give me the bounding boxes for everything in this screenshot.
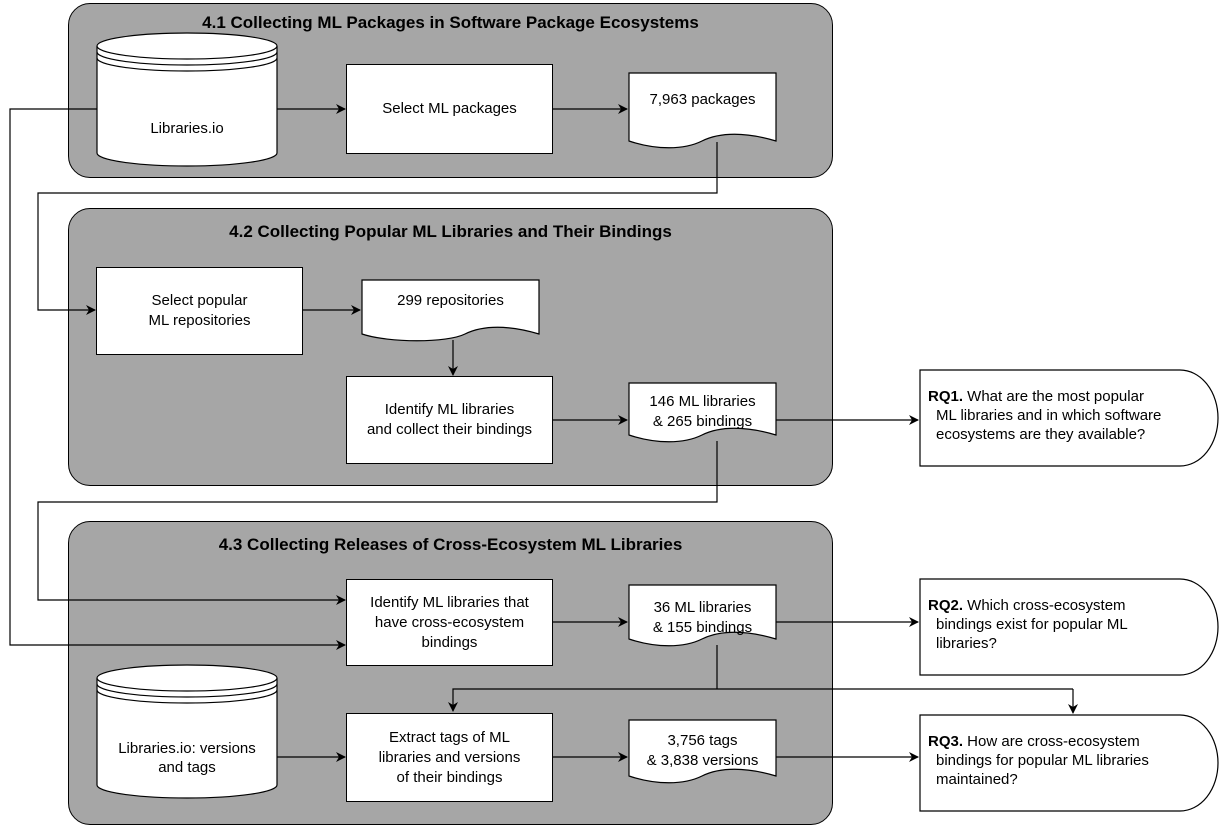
arrow-packages-to-popular	[37, 142, 718, 315]
identify-cross-box: Identify ML libraries that have cross-ec…	[346, 579, 553, 666]
rq3-label: RQ3.	[928, 733, 964, 750]
identify-libs-box: Identify ML libraries and collect their …	[346, 376, 553, 464]
identify-cross-line3: bindings	[421, 633, 478, 651]
identify-libs-line2: and collect their bindings	[366, 421, 533, 438]
rq1-line1: What are the most popular	[963, 388, 1144, 405]
tags-doc-shape	[628, 719, 777, 784]
rq2-text: RQ2. Which cross-ecosystem bindings exis…	[928, 596, 1218, 653]
arrow-branch-to-extract	[448, 688, 1073, 712]
packages-doc-shape	[628, 72, 777, 149]
versions-db-label: Libraries.io: versions and tags	[97, 735, 277, 781]
identify-libs-line1: Identify ML libraries	[384, 401, 515, 418]
rq1-text: RQ1. What are the most popular ML librar…	[928, 387, 1218, 444]
libs-doc-label: 146 ML libraries & 265 bindings	[629, 390, 776, 434]
extract-line2: libraries and versions	[378, 748, 521, 766]
rq3-line1: How are cross-ecosystem	[963, 733, 1140, 750]
arrow-librariesio-to-cross	[9, 108, 346, 650]
select-ml-packages-box: Select ML packages	[346, 64, 553, 154]
connectors	[9, 104, 1078, 762]
packages-doc-label: 7,963 packages	[649, 91, 756, 108]
libs-doc-line1: 146 ML libraries	[649, 393, 756, 410]
rq1-label: RQ1.	[928, 388, 964, 405]
rq2-label: RQ2.	[928, 597, 964, 614]
extract-line1: Extract tags of ML	[389, 728, 510, 746]
rq2-line1: Which cross-ecosystem	[963, 597, 1126, 614]
identify-cross-line2: have cross-ecosystem	[374, 613, 525, 631]
tags-doc-line2: & 3,838 versions	[646, 752, 759, 769]
librariesio-label: Libraries.io	[150, 119, 224, 137]
versions-db-line1: Libraries.io: versions	[118, 740, 256, 757]
libs-doc-shape	[628, 382, 777, 443]
cross-doc-label: 36 ML libraries & 155 bindings	[629, 596, 776, 640]
section-4-3-title: 4.3 Collecting Releases of Cross-Ecosyst…	[218, 535, 683, 554]
extract-tags-box: Extract tags of ML libraries and version…	[346, 713, 553, 802]
select-popular-line1: Select popular	[151, 292, 248, 309]
rq2-line2: bindings exist for popular ML	[936, 616, 1128, 633]
rq1-shape	[919, 369, 1219, 467]
repos-doc-label: 299 repositories	[397, 292, 504, 309]
section-4-1-title: 4.1 Collecting ML Packages in Software P…	[202, 13, 699, 32]
librariesio-database-icon	[96, 32, 278, 167]
rq3-line3: maintained?	[936, 771, 1018, 788]
select-popular-box: Select popular ML repositories	[96, 267, 303, 355]
tags-doc-label: 3,756 tags & 3,838 versions	[629, 729, 776, 773]
extract-line3: of their bindings	[396, 768, 503, 786]
repos-doc-shape	[361, 279, 540, 342]
libs-doc-line2: & 265 bindings	[652, 413, 753, 430]
versions-database-icon	[96, 664, 278, 799]
rq1-line3: ecosystems are they available?	[936, 426, 1146, 443]
cross-doc-shape	[628, 584, 777, 647]
rq3-shape	[919, 714, 1219, 812]
rq3-text: RQ3. How are cross-ecosystem bindings fo…	[928, 732, 1218, 789]
rq3-line2: bindings for popular ML libraries	[936, 752, 1149, 769]
rq2-line3: libraries?	[936, 635, 997, 652]
select-ml-packages-label: Select ML packages	[382, 100, 517, 117]
cross-doc-line2: & 155 bindings	[652, 619, 753, 636]
identify-cross-line1: Identify ML libraries that	[370, 593, 529, 611]
section-4-2-title: 4.2 Collecting Popular ML Libraries and …	[229, 222, 672, 241]
arrow-libs-to-cross	[37, 441, 718, 605]
cross-doc-line1: 36 ML libraries	[653, 599, 752, 616]
select-popular-line2: ML repositories	[148, 312, 251, 329]
tags-doc-line1: 3,756 tags	[667, 732, 738, 749]
versions-db-line2: and tags	[158, 759, 216, 776]
rq1-line2: ML libraries and in which software	[936, 407, 1162, 424]
rq2-shape	[919, 578, 1219, 676]
